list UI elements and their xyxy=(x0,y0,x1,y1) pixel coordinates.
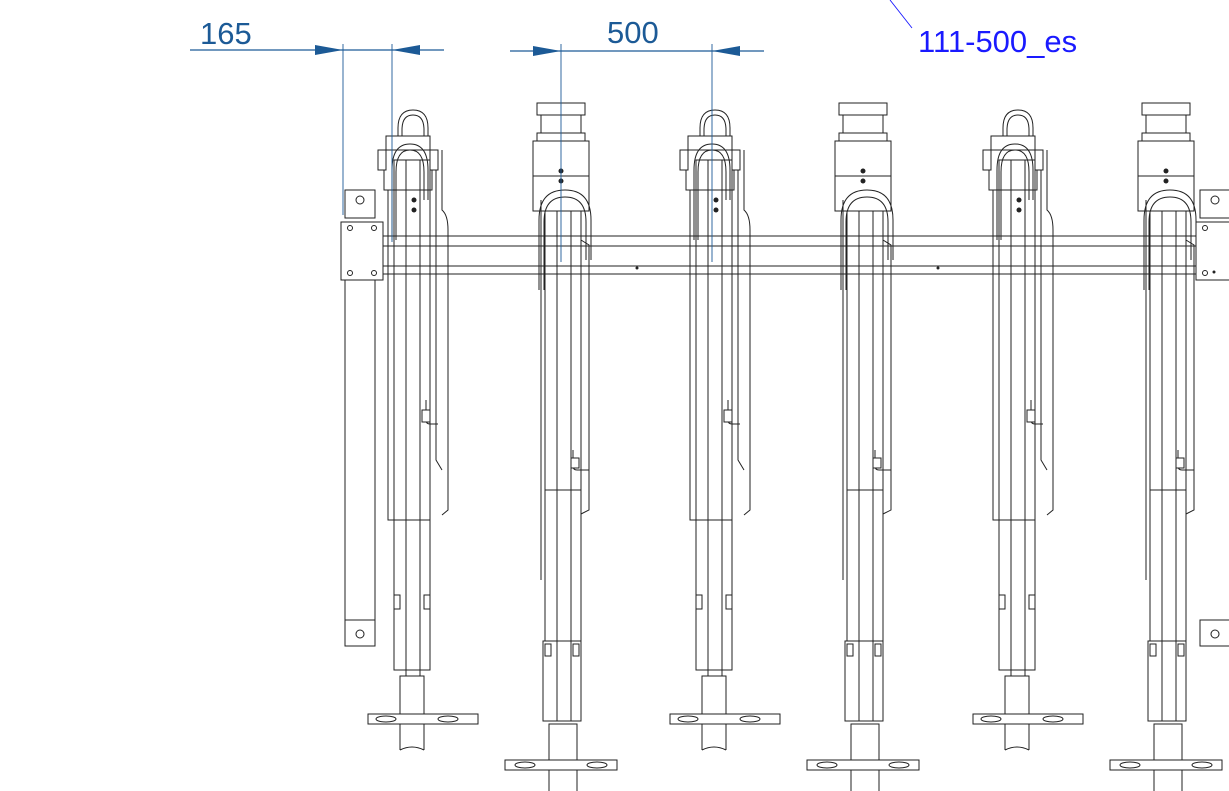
dimension-500: 500 xyxy=(510,15,764,262)
part-label: 111-500_es xyxy=(889,0,1077,59)
rack-unit-3 xyxy=(669,109,781,751)
rack-unit-1 xyxy=(367,109,479,751)
rack-unit-4 xyxy=(806,102,920,791)
dimension-165-label: 165 xyxy=(200,16,252,51)
beam-rivets xyxy=(635,266,1216,274)
part-number-label: 111-500_es xyxy=(918,24,1077,59)
cross-beam xyxy=(375,235,1229,275)
dimension-500-label: 500 xyxy=(607,15,659,50)
left-wall-bracket xyxy=(340,189,384,647)
rack-unit-5 xyxy=(972,109,1084,751)
right-wall-bracket xyxy=(1195,189,1229,647)
dimension-165: 165 xyxy=(190,16,444,242)
